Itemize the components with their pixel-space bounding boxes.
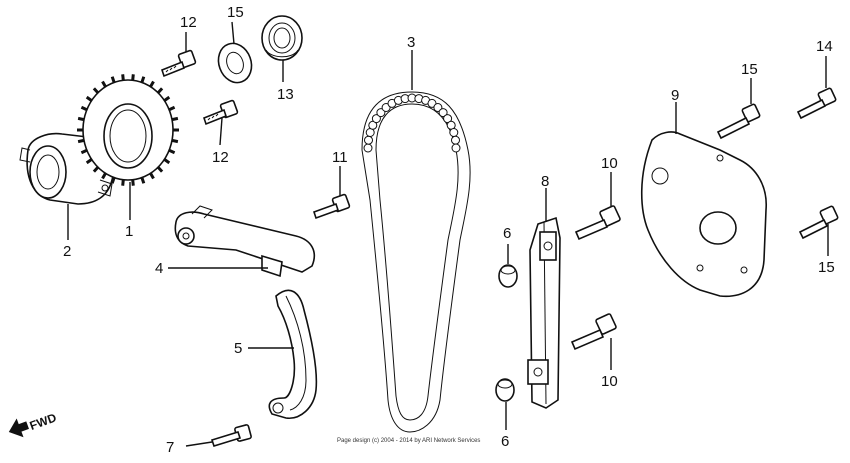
part-number-13[interactable]: 13 <box>277 86 294 103</box>
bolt-12-lower <box>203 99 239 126</box>
fwd-arrow-icon <box>8 418 29 438</box>
part-number-15-right[interactable]: 15 <box>818 259 835 276</box>
bolt-10-lower <box>570 313 617 351</box>
leader-lines <box>67 21 829 447</box>
copyright-notice: Page design (c) 2004 - 2014 by ARI Netwo… <box>337 438 480 444</box>
bolt-15-right <box>798 205 839 240</box>
collar-6-lower <box>495 378 515 402</box>
cam-chain-part <box>361 91 471 433</box>
part-number-6-upper[interactable]: 6 <box>503 225 511 242</box>
fwd-label: FWD <box>28 410 59 433</box>
part-number-14[interactable]: 15 <box>227 4 244 21</box>
part-number-10-lower[interactable]: 10 <box>601 373 618 390</box>
part-number-1[interactable]: 1 <box>125 223 133 240</box>
chain-guide-straight-part <box>527 216 561 409</box>
collar-6-upper <box>498 264 518 288</box>
bolt-15-top-left <box>716 103 761 140</box>
cam-sprocket-part <box>77 74 179 186</box>
fwd-direction-indicator: FWD <box>8 410 59 438</box>
part-number-10-upper[interactable]: 10 <box>601 155 618 172</box>
part-number-6-lower[interactable]: 6 <box>501 433 509 450</box>
part-number-15-top-left[interactable]: 15 <box>741 61 758 78</box>
chain-guide-part <box>268 289 318 419</box>
part-number-9[interactable]: 9 <box>671 87 679 104</box>
bolt-10-upper <box>574 205 621 241</box>
tensioner-arm-part <box>174 205 316 278</box>
cover-plate-part <box>640 131 767 298</box>
part-number-4[interactable]: 4 <box>155 260 163 277</box>
part-number-11[interactable]: 11 <box>332 149 348 166</box>
bolt-12-upper <box>161 49 197 78</box>
part-number-12-upper[interactable]: 12 <box>180 14 197 31</box>
oil-seal-part <box>261 15 303 61</box>
bolt-15-top-right <box>796 87 837 120</box>
part-number-2[interactable]: 2 <box>63 243 71 260</box>
part-number-15-top-right[interactable]: 14 <box>816 38 833 55</box>
bolt-11 <box>312 193 351 220</box>
washer-part <box>217 42 253 84</box>
bolt-7 <box>210 424 252 447</box>
part-number-8[interactable]: 8 <box>541 173 549 190</box>
part-number-3[interactable]: 3 <box>407 34 415 51</box>
part-number-7[interactable]: 7 <box>166 439 174 456</box>
part-number-5[interactable]: 5 <box>234 340 242 357</box>
part-number-12-lower[interactable]: 12 <box>212 149 229 166</box>
